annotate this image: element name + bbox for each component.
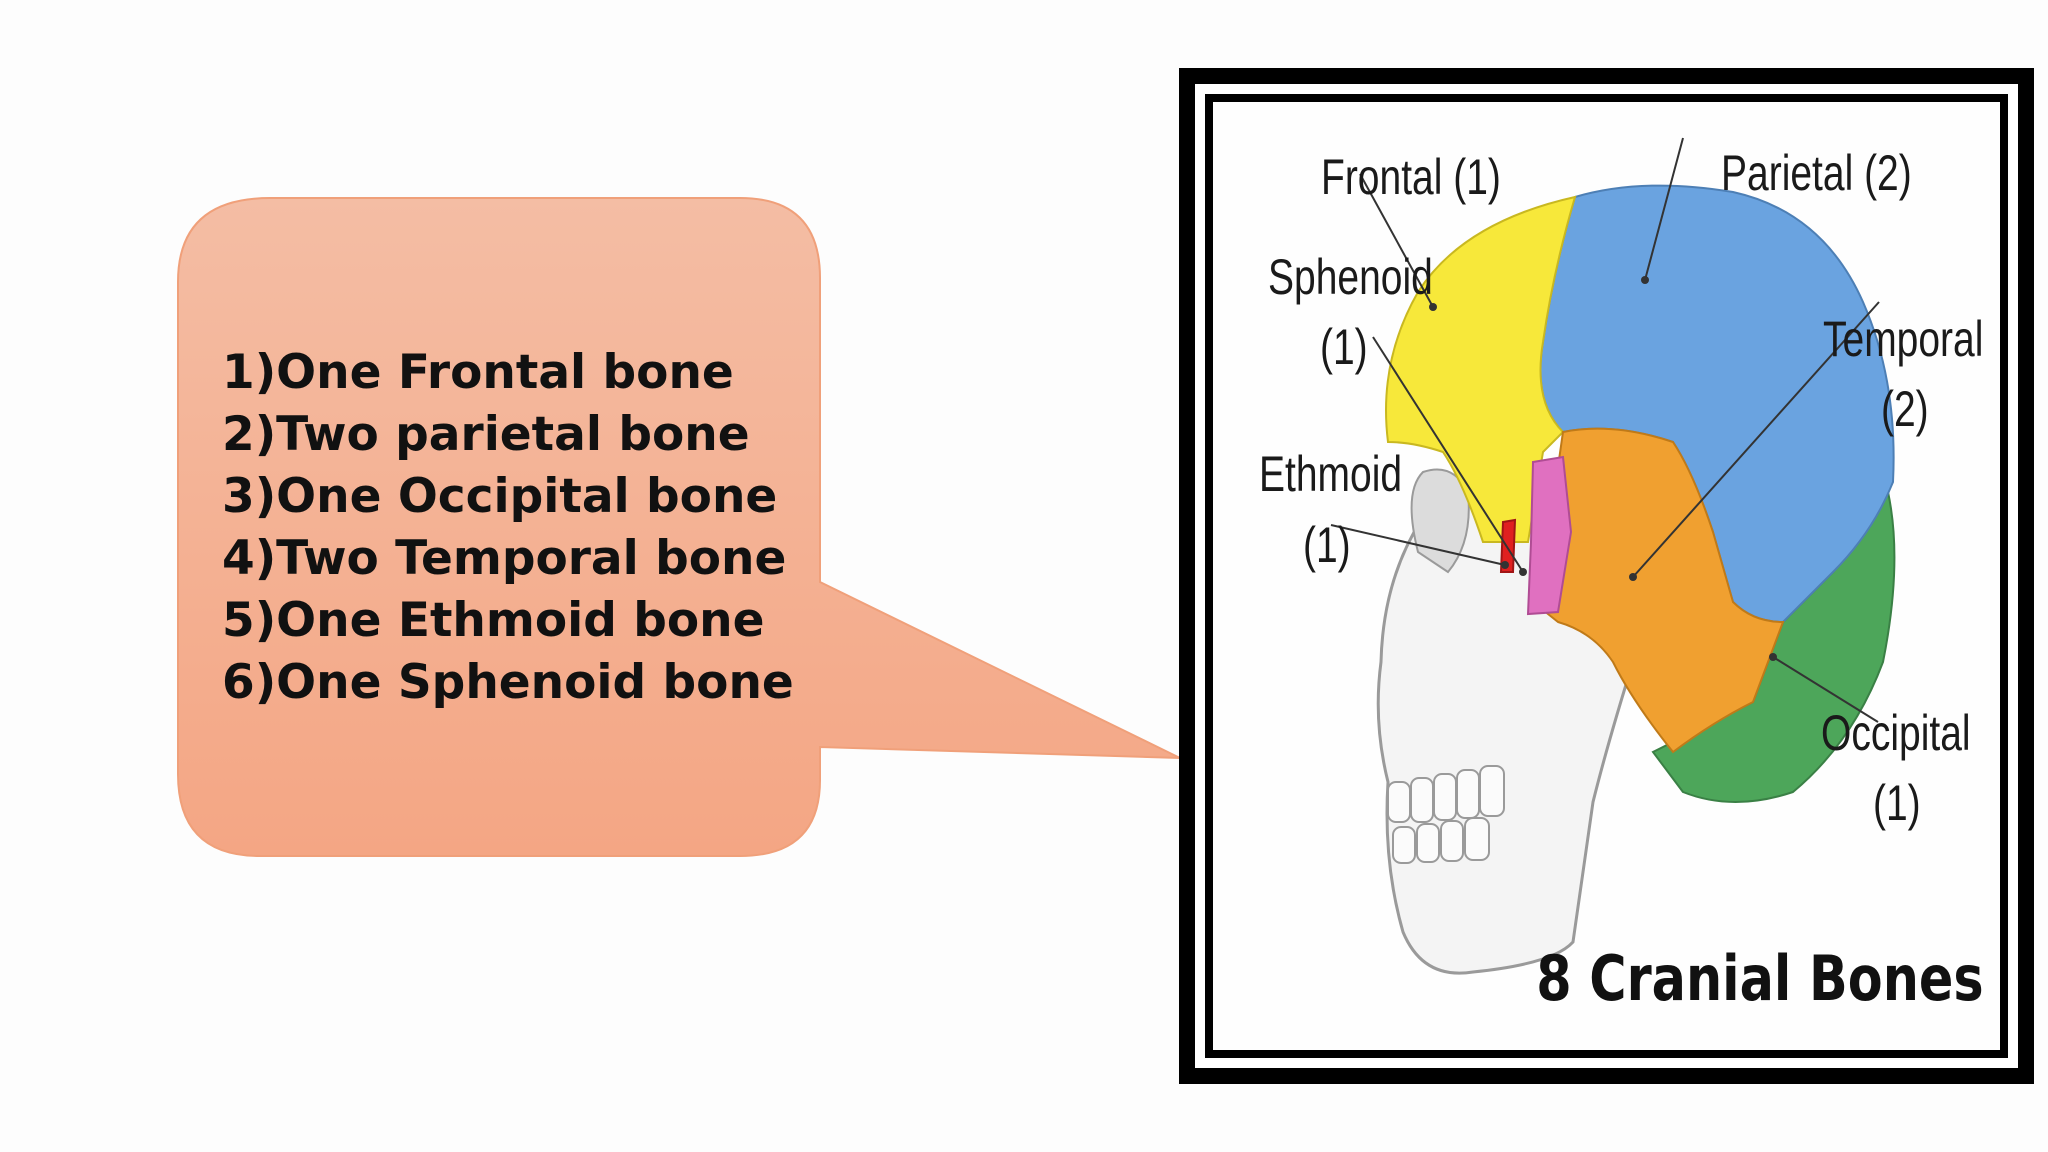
list-item-ethmoid: 5)One Ethmoid bone [222,593,765,648]
leader-dots [1429,276,1777,661]
label-sphenoid-name: Sphenoid [1268,249,1433,305]
label-occipital-name: Occipital [1821,705,1971,761]
list-item-sphenoid: 6)One Sphenoid bone [222,655,794,710]
label-frontal: Frontal (1) [1321,149,1501,205]
leader-lines [1330,137,1880,723]
label-occipital-count: (1) [1873,775,1921,831]
label-ethmoid-count: (1) [1303,517,1351,573]
frame-black-border: Frontal (1) Parietal (2) Sphenoid (1) Te… [1205,94,2008,1058]
ethmoid-bone [1499,518,1517,573]
callout-shape [177,197,1181,857]
skull-diagram: Frontal (1) Parietal (2) Sphenoid (1) Te… [1213,102,2000,1050]
list-item-temporal: 4)Two Temporal bone [222,531,787,586]
list-item-occipital: 3)One Occipital bone [222,469,778,524]
label-temporal-count: (2) [1881,381,1929,437]
label-sphenoid-count: (1) [1320,319,1368,375]
frame-white-border: Frontal (1) Parietal (2) Sphenoid (1) Te… [1195,84,2018,1068]
label-temporal-name: Temporal [1823,311,1984,367]
diagram-frame: Frontal (1) Parietal (2) Sphenoid (1) Te… [1179,68,2034,1084]
list-item-parietal: 2)Two parietal bone [222,407,750,462]
frontal-bone [1385,195,1577,543]
label-ethmoid-name: Ethmoid [1259,446,1403,502]
list-item-frontal: 1)One Frontal bone [222,345,734,400]
teeth [1387,765,1505,864]
cranial-bone-list: 1)One Frontal bone 2)Two parietal bone 3… [222,342,794,714]
skull-illustration [1330,137,1896,975]
temporal-bone [1531,427,1785,754]
sphenoid-bone [1526,455,1573,616]
diagram-title: 8 Cranial Bones [1536,942,1984,1015]
label-parietal: Parietal (2) [1721,145,1912,201]
